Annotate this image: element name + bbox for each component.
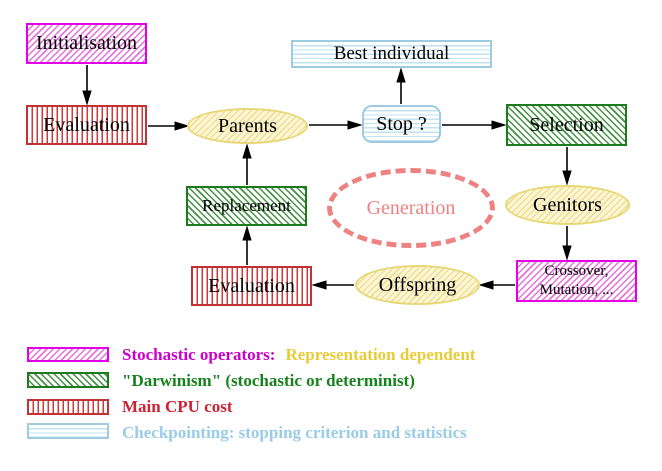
arrowhead-down [82, 90, 92, 106]
arrowhead-right [491, 120, 507, 130]
node-parents: Parents [187, 108, 308, 144]
mutation-label: Mutation, ... [539, 282, 614, 298]
legend-row-stochastic: Stochastic operators: Representation depe… [122, 345, 475, 365]
legend-swatch-stochastic [27, 347, 109, 362]
node-initialisation: Initialisation [26, 23, 147, 64]
legend-representation-note: Representation dependent [285, 345, 476, 364]
legend-swatch-checkpoint [27, 423, 109, 439]
node-offspring: Offspring [355, 265, 480, 305]
node-best-individual: Best individual [291, 40, 492, 68]
crossover-label: Crossover, [544, 263, 609, 280]
arrowhead-left [311, 280, 327, 290]
node-generation-loop: Generation [327, 168, 495, 248]
arrowhead-up [396, 67, 406, 83]
legend-stochastic-label: Stochastic operators: [122, 345, 276, 364]
arrowhead-right [347, 120, 363, 130]
legend-swatch-cpu [27, 399, 109, 415]
node-selection: Selection [506, 104, 627, 146]
arrowhead-left [478, 280, 494, 290]
legend-row-darwinism: "Darwinism" (stochastic or determinist) [122, 371, 415, 390]
arrowhead-up [242, 143, 252, 159]
arrowhead-up [242, 225, 252, 241]
legend-swatch-darwinism [27, 372, 109, 388]
node-crossover-mutation: Crossover, Mutation, ... [516, 260, 637, 302]
node-evaluation-top: Evaluation [26, 105, 147, 145]
legend-row-checkpoint: Checkpointing: stopping criterion and st… [122, 423, 467, 442]
legend-row-cpu: Main CPU cost [122, 397, 233, 416]
arrowhead-down [562, 170, 572, 186]
node-stop: Stop ? [362, 105, 441, 143]
arrowhead-down [562, 245, 572, 261]
node-genitors: Genitors [505, 185, 630, 225]
node-evaluation-bottom: Evaluation [191, 266, 312, 306]
node-replacement: Replacement [186, 186, 307, 226]
